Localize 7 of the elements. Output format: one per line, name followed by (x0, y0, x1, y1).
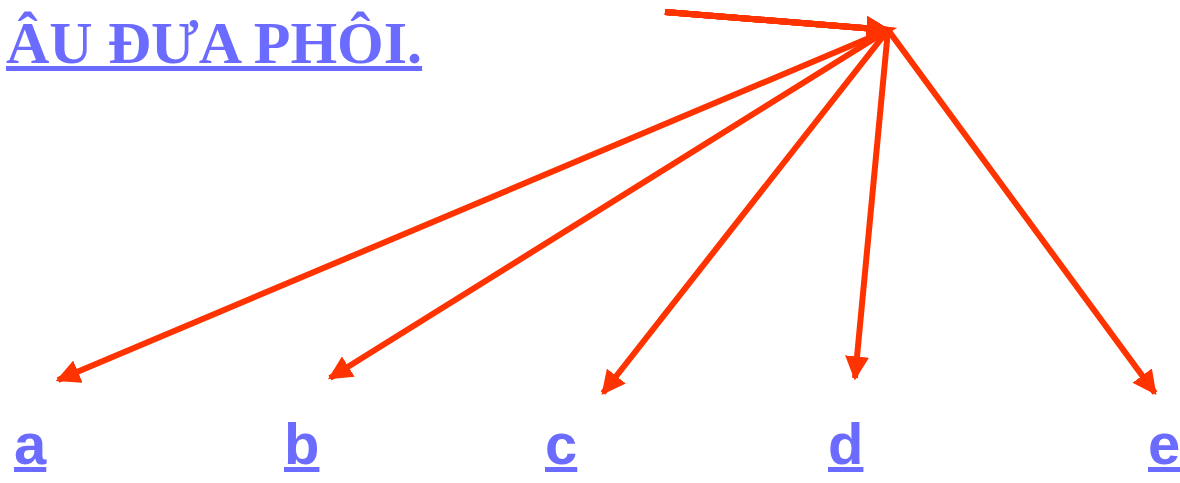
option-letter: a (14, 412, 47, 476)
heading: ÂU ĐƯA PHÔI. (6, 10, 423, 76)
option-letter: e (1148, 412, 1180, 476)
option-letter: d (828, 412, 864, 476)
option-letter: c (545, 412, 578, 476)
arrow (664, 9, 1158, 395)
option-letter: b (284, 412, 320, 476)
